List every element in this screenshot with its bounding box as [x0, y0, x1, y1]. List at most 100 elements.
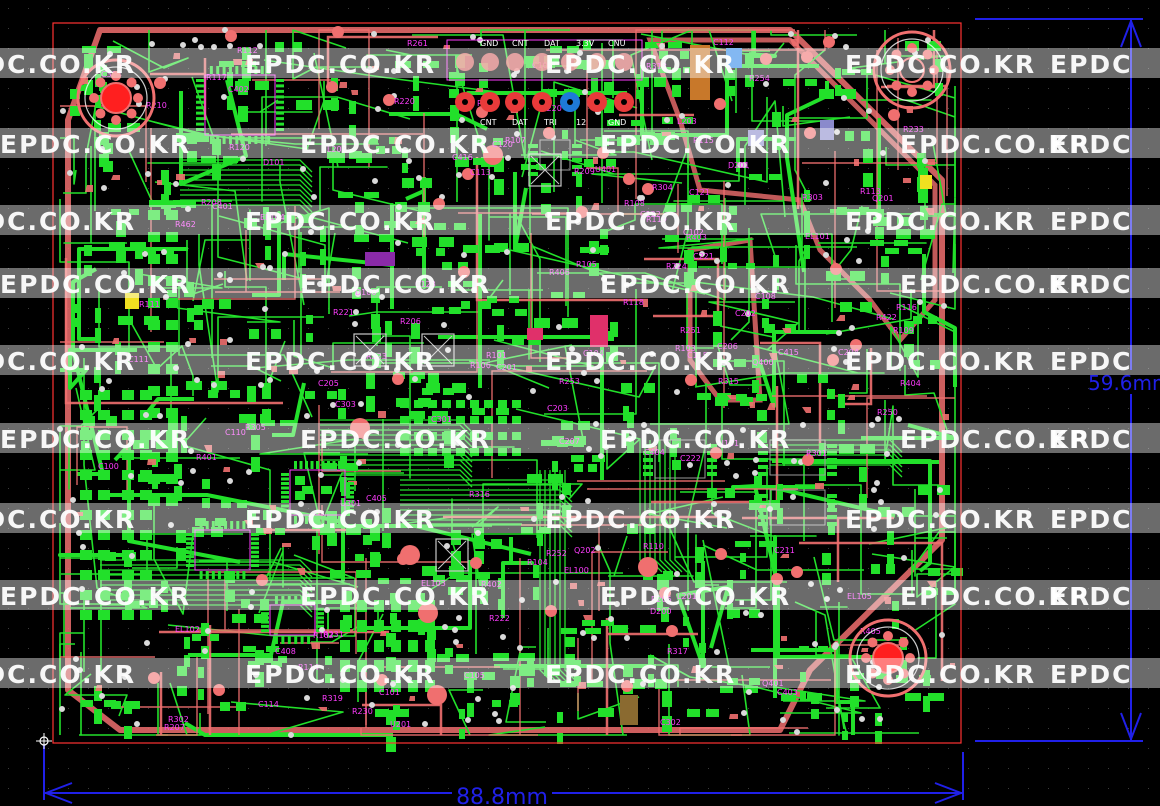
trace-top [730, 228, 750, 341]
bus-trace [100, 579, 313, 593]
trace-top [830, 118, 881, 213]
trace-top [192, 239, 249, 302]
mounting-hole-via [907, 43, 917, 53]
bus-trace [180, 159, 313, 173]
ground-pour-edge [646, 37, 938, 344]
connector-pin-hole [567, 99, 573, 105]
component-body [527, 328, 543, 340]
designator-label: C220 [541, 104, 562, 113]
test-point [400, 545, 420, 565]
bus-trace [180, 184, 313, 198]
connector-bottom-label: DAT [512, 118, 528, 127]
designator-label: C122 [640, 210, 661, 219]
trace-bottom [591, 551, 668, 686]
bus-trace [320, 474, 473, 488]
designator-label: R116 [896, 303, 917, 312]
trace-bottom [586, 60, 619, 214]
designator-label: R112 [237, 46, 258, 55]
component-body [690, 45, 710, 100]
connector-bottom-label: GND [608, 118, 626, 127]
trace-top [794, 49, 826, 202]
designator-label: R404 [900, 379, 921, 388]
trace-top [262, 554, 355, 579]
trace-top [849, 349, 868, 394]
mounting-hole-via [891, 49, 902, 60]
trace-top [261, 96, 411, 202]
trace-top [952, 197, 956, 282]
designator-label: R119 [646, 215, 667, 224]
designator-label: C302 [660, 718, 681, 727]
trace-top [676, 561, 730, 668]
designator-label: C123 [415, 280, 436, 289]
trace-top [233, 137, 425, 213]
mounting-hole-via [111, 115, 121, 125]
trace-top [565, 362, 660, 462]
height-dimension-label: 59.6mm [1088, 371, 1160, 395]
designator-label: C114 [258, 700, 279, 709]
designator-label: R223 [366, 352, 387, 361]
mounting-hole-via [89, 93, 99, 103]
trace-top [770, 30, 857, 36]
mounting-hole-via [867, 668, 878, 679]
mounting-hole-via [111, 71, 121, 81]
designator-label: R210 [146, 101, 167, 110]
board-outline [52, 22, 962, 744]
designator-label: C112 [713, 38, 734, 47]
mounting-hole-ring [848, 618, 928, 698]
trace-top [313, 52, 388, 210]
designator-label: EL101 [805, 232, 830, 241]
width-dimension-label: 88.8mm [456, 785, 548, 806]
trace-top [59, 523, 151, 605]
designator-label: R304 [652, 183, 673, 192]
trace-top [327, 607, 379, 638]
mounting-hole-via [922, 49, 933, 60]
pad-field [70, 40, 963, 752]
designator-label: R118 [623, 298, 644, 307]
bus-trace [180, 189, 313, 203]
connector-pin-back [506, 53, 524, 71]
ic-qfp-center [289, 469, 346, 516]
connector-outline [446, 39, 643, 81]
designator-label: R205 [651, 595, 672, 604]
designator-label: C221 [693, 252, 714, 261]
designator-label: U201 [390, 720, 411, 729]
trace-top [521, 102, 617, 156]
designator-label: R107 [505, 136, 526, 145]
designator-label: D200 [650, 607, 671, 616]
designator-label: EL102 [175, 625, 200, 634]
trace-top [218, 215, 336, 292]
designator-label: Q400 [752, 358, 774, 367]
trace-top [694, 345, 885, 388]
designator-label: C207 [559, 437, 580, 446]
tact-switch-cross [437, 540, 467, 570]
header-connector[interactable] [446, 39, 643, 112]
designator-label: C415 [778, 348, 799, 357]
trace-top [913, 603, 956, 632]
connector-pin-hole [621, 99, 627, 105]
designator-label: R207 [164, 723, 185, 732]
trace-bottom [215, 230, 340, 293]
designator-label: C205 [318, 379, 339, 388]
component-body [365, 252, 395, 266]
ic-mcu-top [204, 74, 276, 136]
trace-top [258, 545, 284, 614]
trace-top [911, 531, 956, 600]
ic-soic [769, 439, 826, 476]
trace-bottom [532, 184, 679, 253]
ic-qfp-left [194, 529, 251, 571]
connector-bottom-label: 12 [576, 118, 586, 127]
designator-label: C100 [98, 462, 119, 471]
trace-top [63, 103, 97, 194]
designator-label: R401 [196, 453, 217, 462]
designator-label: Q201 [872, 194, 894, 203]
designator-label: R231 [323, 630, 344, 639]
designator-label: R250 [877, 408, 898, 417]
ic-qfp-lower [269, 604, 316, 636]
mounting-hole-via [133, 93, 143, 103]
designator-label: R254 [749, 74, 770, 83]
trace-top [188, 600, 358, 657]
tact-switch [435, 538, 469, 572]
ic-soic-pins [758, 494, 837, 526]
